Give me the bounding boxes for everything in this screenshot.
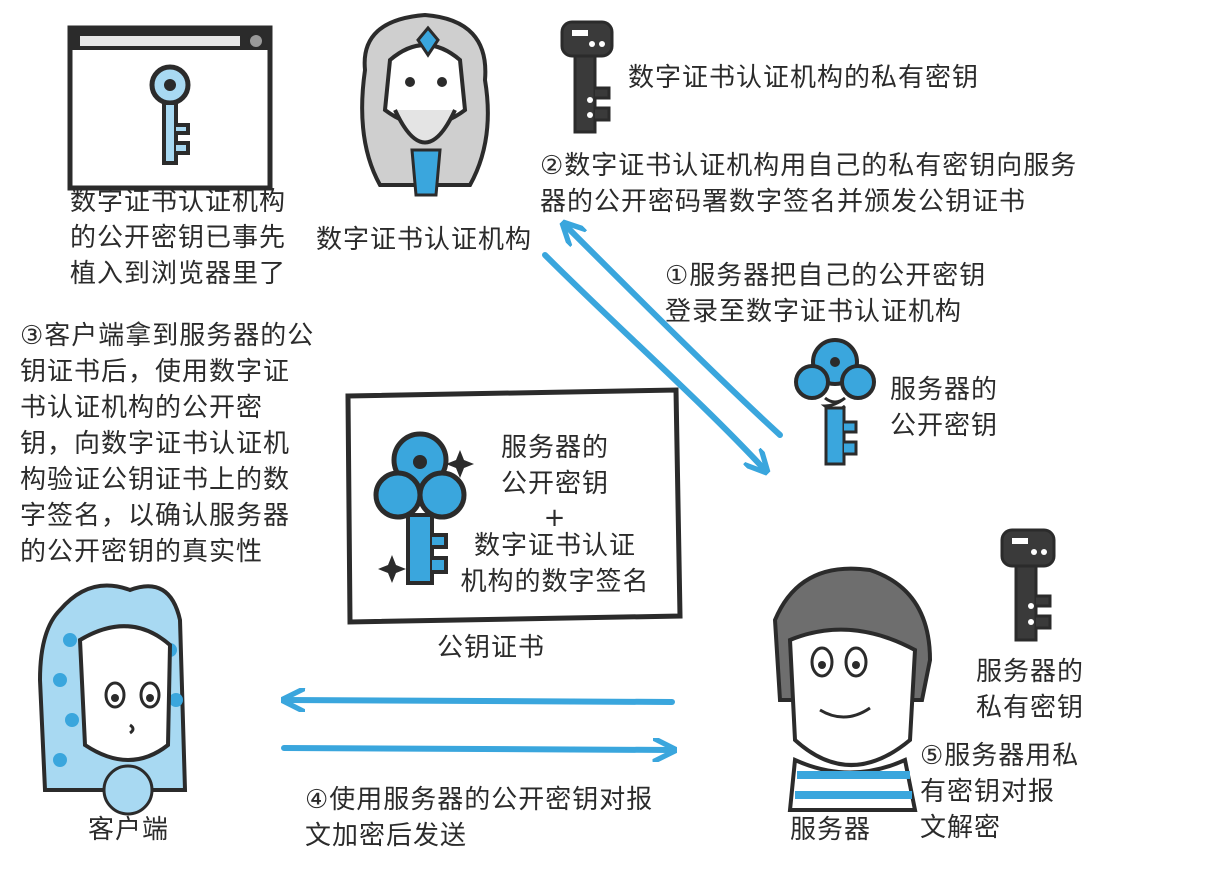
- server-label: 服务器: [790, 815, 872, 845]
- ca-label: 数字证书认证机构: [316, 225, 533, 255]
- step1-text: ①服务器把自己的公开密钥 登录至数字证书认证机构: [665, 261, 987, 327]
- server-public-key-icon: [794, 338, 876, 466]
- server-private-key-label: 服务器的 私有密钥: [975, 657, 1084, 723]
- client-label: 客户端: [88, 815, 170, 845]
- certificate-key-icon: [373, 431, 474, 585]
- ca-figure: [360, 12, 490, 197]
- arrow-step4: [281, 748, 672, 750]
- step2-text: ②数字证书认证机构用自己的私有密钥向服务 器的公开密码署数字签名并颁发公钥证书: [540, 151, 1078, 217]
- step4-text: ④使用服务器的公开密钥对报 文加密后发送: [305, 785, 654, 851]
- certificate-public-key-text: 服务器的 公开密钥: [500, 433, 609, 499]
- certificate-caption: 公钥证书: [437, 633, 546, 663]
- certificate-plus: +: [543, 503, 567, 533]
- browser-ca-key-text: 数字证书认证机构 的公开密钥已事先 植入到浏览器里了: [69, 187, 286, 289]
- ca-private-key-label: 数字证书认证机构的私有密钥: [628, 63, 980, 93]
- arrow-step2: [565, 225, 783, 438]
- server-private-key-icon: [1000, 528, 1056, 642]
- server-public-key-label: 服务器的 公开密钥: [890, 375, 999, 441]
- client-figure: [37, 583, 188, 816]
- arrow-step1: [542, 252, 765, 470]
- arrow-server-to-client: [286, 700, 675, 702]
- step5-text: ⑤服务器用私 有密钥对报 文解密: [920, 741, 1080, 843]
- server-figure: [772, 566, 933, 812]
- step3-text: ③客户端拿到服务器的公 钥证书后，使用数字证 书认证机构的公开密 钥，向数字证书…: [20, 321, 315, 567]
- ca-private-key-icon: [560, 20, 614, 134]
- certificate-signature-text: 数字证书认证 机构的数字签名: [460, 531, 650, 597]
- ca-public-key-icon: [149, 64, 191, 165]
